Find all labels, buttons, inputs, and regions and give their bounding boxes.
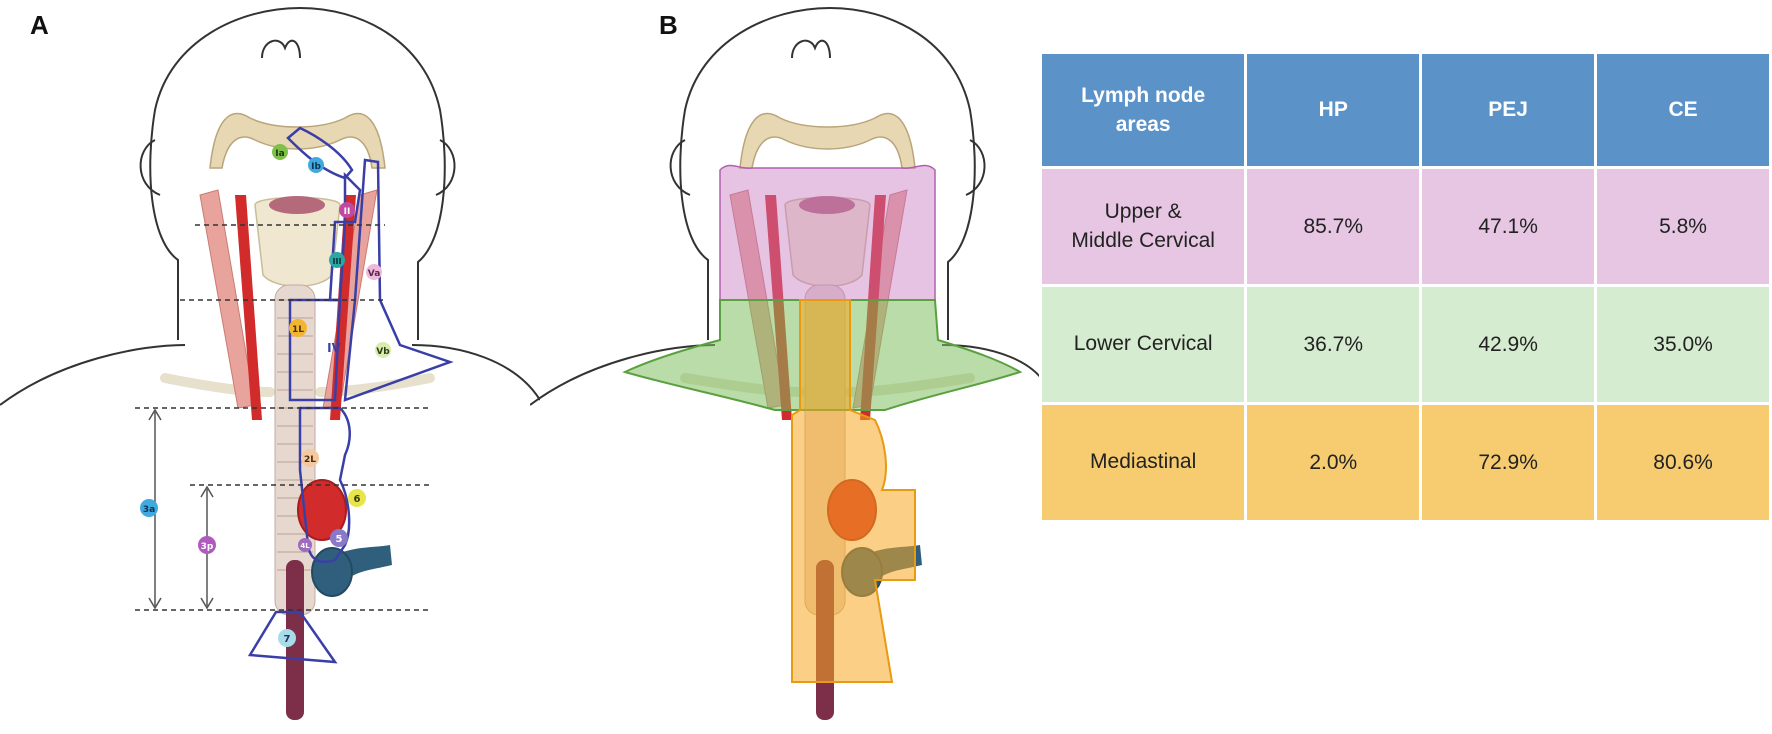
cell-hp: 85.7% (1244, 166, 1423, 287)
cell-ce: 80.6% (1594, 402, 1772, 523)
panel-letter-a: A (30, 10, 49, 40)
svg-text:1L: 1L (292, 325, 304, 335)
station-badge-ii: II (339, 202, 355, 218)
svg-text:IV: IV (327, 341, 341, 355)
lymph-node-table: Lymph node areas HP PEJ CE Upper & Middl… (1038, 51, 1772, 523)
svg-text:Ia: Ia (275, 149, 284, 159)
cell-hp: 36.7% (1244, 284, 1423, 405)
nose-b (791, 39, 831, 59)
station-badge-ia: Ia (272, 144, 288, 160)
svg-text:3p: 3p (201, 542, 214, 552)
cell-pej: 72.9% (1419, 402, 1598, 523)
svg-text:Ib: Ib (311, 162, 321, 172)
station-badge-1l: 1L (289, 319, 307, 337)
panel-b-anatomy-diagram (530, 6, 1050, 720)
table-row: Mediastinal 2.0% 72.9% 80.6% (1038, 402, 1772, 523)
head-outline-b (679, 6, 976, 340)
header-hp: HP (1244, 51, 1423, 169)
svg-text:III: III (333, 257, 342, 266)
header-ce: CE (1594, 51, 1772, 169)
cell-area: Mediastinal (1038, 402, 1248, 523)
region-upper-middle-cervical (719, 164, 936, 301)
header-pej: PEJ (1419, 51, 1598, 169)
ear-left (139, 139, 161, 196)
station-badge-3a: 3a (140, 499, 158, 517)
epiglottis (269, 196, 325, 214)
station-badge-iii: III (329, 252, 345, 268)
larynx (254, 196, 341, 287)
station-badge-2l: 2L (301, 449, 319, 467)
region-mediastinal (791, 299, 916, 683)
mandible-b (739, 112, 916, 169)
cell-pej: 42.9% (1419, 284, 1598, 405)
ear-left-b (669, 139, 691, 196)
carotid-left (235, 195, 262, 420)
cell-ce: 5.8% (1594, 166, 1772, 287)
station-badge-6: 6 (348, 489, 366, 507)
svg-text:Vb: Vb (376, 347, 390, 357)
ear-right (435, 139, 456, 196)
svg-text:2L: 2L (304, 455, 316, 465)
panel-letter-b: B (659, 10, 678, 40)
svg-text:II: II (344, 207, 351, 217)
head-outline (149, 6, 446, 340)
svg-text:Va: Va (368, 269, 381, 279)
nose (261, 39, 301, 59)
cell-area: Lower Cervical (1038, 284, 1248, 405)
shoulder-left (0, 344, 186, 406)
cell-hp: 2.0% (1244, 402, 1423, 523)
station-badge-3p: 3p (198, 536, 216, 554)
table-row: Upper & Middle Cervical 85.7% 47.1% 5.8% (1038, 166, 1772, 287)
station-badge-4l: 4L (298, 538, 312, 552)
cell-pej: 47.1% (1419, 166, 1598, 287)
svg-text:4L: 4L (300, 542, 310, 550)
clavicle-left (160, 373, 275, 397)
svg-text:5: 5 (336, 534, 343, 545)
station-badge-ib: Ib (308, 157, 324, 173)
shoulder-right (411, 344, 540, 401)
station-badge-va: Va (366, 264, 382, 280)
table-row: Lower Cervical 36.7% 42.9% 35.0% (1038, 284, 1772, 405)
epiglottis-b (799, 196, 855, 214)
table-header-row: Lymph node areas HP PEJ CE (1038, 51, 1772, 169)
svg-text:6: 6 (354, 494, 361, 505)
level-lines (135, 224, 430, 611)
cell-area: Upper & Middle Cervical (1038, 166, 1248, 287)
mandible (209, 112, 386, 169)
station-badge-7: 7 (278, 629, 296, 647)
station-outlines (247, 126, 454, 664)
pulmonary-trunk (311, 547, 353, 597)
svg-text:3a: 3a (143, 505, 155, 515)
panel-a-anatomy-diagram: Ia Ib II III Va 1L IV Vb 2L 6 5 4L 3a 3p… (0, 6, 540, 720)
station-badge-5: 5 (330, 529, 348, 547)
cell-ce: 35.0% (1594, 284, 1772, 405)
svg-text:7: 7 (284, 634, 291, 645)
station-badge-iv: IV (327, 341, 341, 355)
aortic-arch (297, 479, 347, 541)
larynx-b (784, 196, 871, 287)
measurement-arrows (148, 408, 214, 610)
station-badge-vb: Vb (375, 342, 391, 358)
header-lymph-node-areas: Lymph node areas (1038, 51, 1248, 169)
ear-right-b (965, 139, 986, 196)
